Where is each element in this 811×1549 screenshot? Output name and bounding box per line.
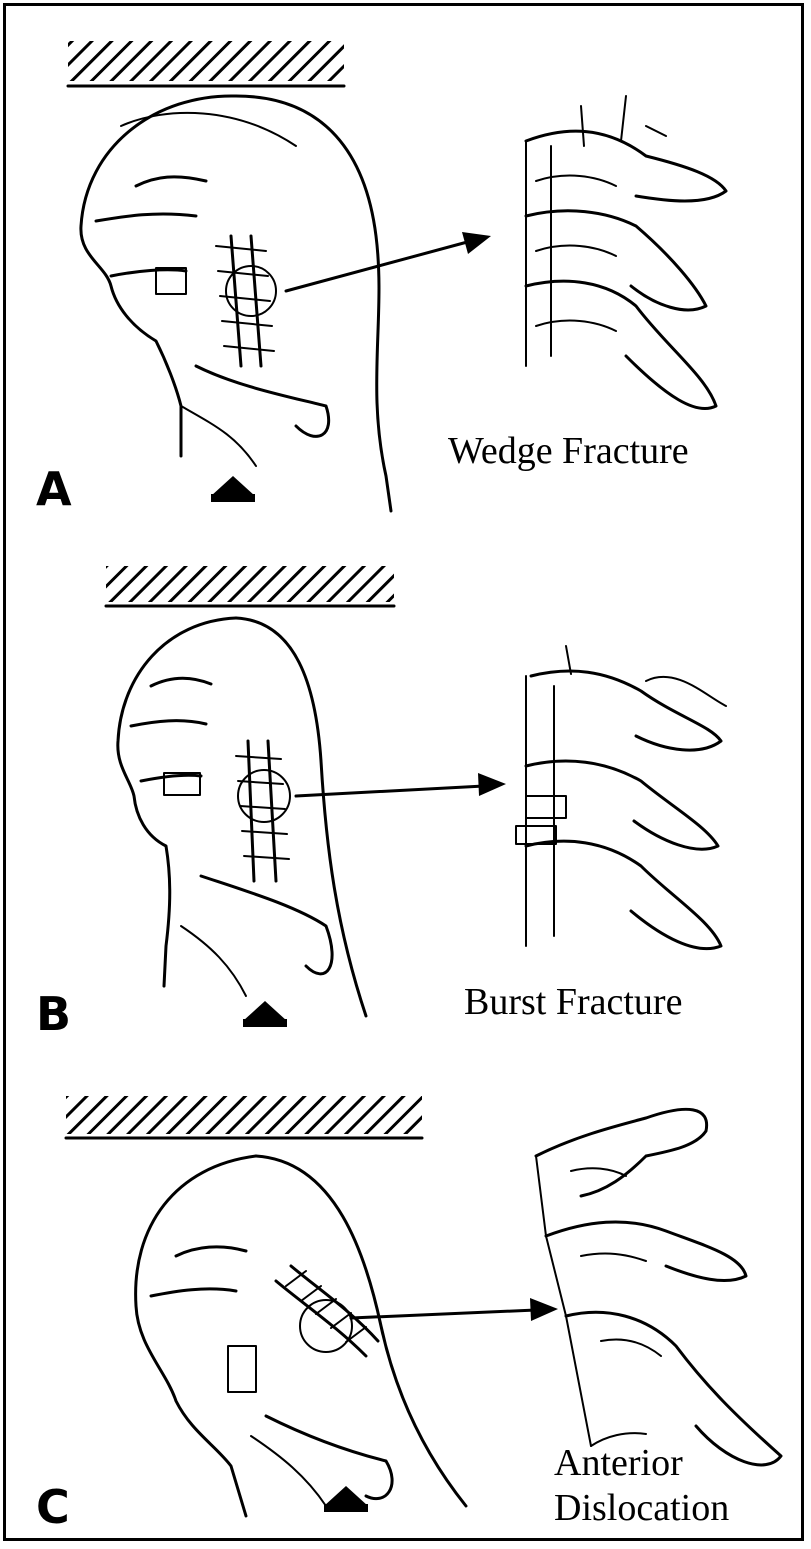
pointer-arrow-icon [286, 232, 491, 291]
panel-c-caption: Anterior Dislocation [554, 1441, 729, 1531]
panel-b-caption: Burst Fracture [464, 981, 682, 1025]
skull-profile-icon [118, 618, 366, 1016]
upward-force-arrowhead-icon [324, 1486, 368, 1512]
skull-profile-icon [136, 1156, 466, 1516]
upward-force-arrowhead-icon [243, 1001, 287, 1027]
upward-force-arrowhead-icon [211, 476, 255, 502]
panel-b: B Burst Fracture [6, 526, 807, 1046]
hatched-plate-icon [66, 1096, 422, 1138]
panel-b-label: B [36, 991, 71, 1037]
vertebrae-detail-icon [516, 646, 726, 949]
panel-b-drawing [6, 526, 807, 1046]
panel-c: C Anterior Dislocation [6, 1056, 807, 1541]
panel-c-caption-line2: Dislocation [554, 1486, 729, 1531]
panel-a-label: A [36, 466, 72, 512]
skull-profile-icon [81, 96, 391, 511]
vertebrae-detail-icon [536, 1109, 781, 1465]
hatched-plate-icon [68, 41, 344, 86]
panel-c-label: C [36, 1484, 70, 1530]
vertebrae-detail-icon [526, 96, 726, 409]
panel-a: A Wedge Fracture [6, 6, 807, 516]
figure-frame: A Wedge Fracture [3, 3, 804, 1541]
pointer-arrow-icon [296, 773, 506, 796]
hatched-plate-icon [106, 566, 394, 606]
panel-c-caption-line1: Anterior [554, 1441, 729, 1486]
panel-a-caption: Wedge Fracture [448, 430, 689, 474]
pointer-arrow-icon [351, 1298, 558, 1321]
